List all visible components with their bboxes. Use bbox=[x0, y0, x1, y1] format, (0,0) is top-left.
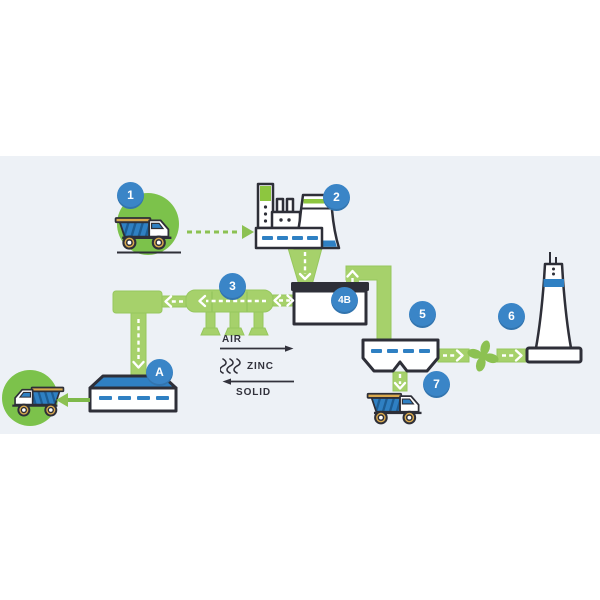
smelter-tower-icon bbox=[525, 252, 583, 364]
flow-arrows bbox=[56, 225, 523, 407]
legend-solid-label: SOLID bbox=[236, 387, 272, 398]
output-truck bbox=[368, 394, 422, 424]
air-arrow-icon bbox=[220, 345, 294, 352]
factory-base-dashes bbox=[262, 236, 318, 240]
dump-truck-icon bbox=[368, 394, 422, 424]
badge-step-3: 3 bbox=[219, 273, 246, 300]
hopper-icon bbox=[361, 338, 440, 373]
zinc-wave-icon bbox=[220, 358, 241, 374]
collected-truck bbox=[2, 370, 63, 426]
pipe-collector-box bbox=[112, 290, 163, 314]
legend-air-label: AIR bbox=[222, 334, 242, 345]
badge-step-2: 2 bbox=[323, 184, 350, 211]
badge-step-6: 6 bbox=[498, 303, 525, 330]
flow-legend: AIR ZINC SOLID bbox=[220, 334, 304, 398]
badge-step-a: A bbox=[146, 359, 173, 386]
badge-step-4b: 4B bbox=[331, 287, 358, 314]
kiln-legs bbox=[200, 311, 269, 336]
solid-arrow-icon bbox=[222, 378, 294, 385]
legend-zinc-label: ZINC bbox=[247, 360, 274, 372]
badge-step-1: 1 bbox=[117, 182, 144, 209]
badge-step-5: 5 bbox=[409, 301, 436, 328]
badge-step-7: 7 bbox=[423, 371, 450, 398]
fan-icon bbox=[467, 340, 499, 372]
